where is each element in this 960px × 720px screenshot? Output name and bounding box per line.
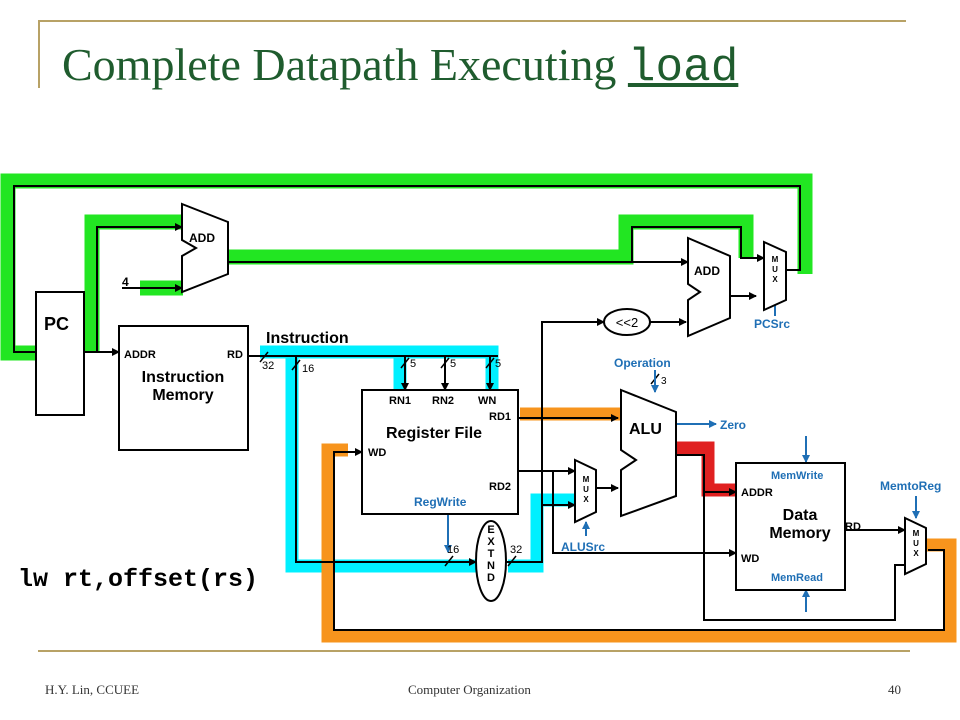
wires — [13, 185, 945, 631]
bus32-label: 32 — [262, 360, 274, 372]
register-file-name: Register File — [386, 425, 482, 442]
imem-rd-label: RD — [227, 349, 243, 361]
cyan-highlight-path — [260, 345, 578, 573]
pc-mux — [763, 240, 787, 312]
bus16-label: 16 — [302, 363, 314, 375]
page-title: Complete Datapath Executing load — [62, 38, 738, 94]
five3-label: 5 — [495, 358, 501, 370]
memtoreg-mux — [904, 516, 927, 576]
register-file — [361, 389, 519, 515]
alusrc-mux — [574, 458, 597, 524]
branch-adder — [687, 236, 731, 338]
orange-highlight-path — [321, 407, 957, 643]
pcsrc-label: PCSrc — [754, 317, 790, 331]
add2-label: ADD — [694, 264, 720, 278]
sign-extend-unit — [475, 520, 507, 602]
imem-name-line1: Instruction — [142, 369, 225, 386]
control-signals — [444, 296, 920, 612]
ext32-label: 32 — [510, 544, 522, 556]
shift-left-unit — [603, 308, 651, 336]
memwrite-label: MemWrite — [771, 470, 823, 482]
footer-page-number: 40 — [888, 682, 901, 697]
frame-decoration — [38, 20, 40, 88]
footer-author: H.Y. Lin, CCUEE — [45, 682, 140, 697]
footer-course: Computer Organization — [408, 682, 531, 697]
rd2-label: RD2 — [489, 481, 511, 493]
memtoreg-label: MemtoReg — [880, 479, 941, 493]
dmem-name-line1: Data — [783, 507, 818, 524]
regwrite-label: RegWrite — [414, 495, 467, 509]
bus-width-ticks — [259, 351, 660, 567]
alusrc-label: ALUSrc — [561, 540, 605, 554]
data-memory — [735, 462, 846, 591]
dmem-wd-label: WD — [741, 553, 759, 565]
imem-addr-label: ADDR — [124, 349, 156, 361]
dmem-addr-label: ADDR — [741, 487, 773, 499]
pc-register — [35, 291, 85, 416]
rn2-label: RN2 — [432, 395, 454, 407]
memread-label: MemRead — [771, 572, 823, 584]
title-text: Complete Datapath Executing — [62, 39, 628, 90]
zero-label: Zero — [720, 418, 746, 432]
const4-label: 4 — [122, 275, 129, 289]
ext16-label: 16 — [447, 544, 459, 556]
pc-label: PC — [44, 314, 69, 334]
title-mono: load — [627, 42, 739, 94]
rd1-label: RD1 — [489, 411, 511, 423]
rn1-label: RN1 — [389, 395, 411, 407]
wn-label: WN — [478, 395, 496, 407]
alu — [620, 388, 677, 518]
pc-adder — [181, 202, 229, 294]
red-highlight-path — [675, 441, 735, 497]
footer-divider — [38, 650, 910, 652]
imem-name-line2: Memory — [152, 387, 213, 404]
op-bits-label: 3 — [661, 376, 667, 387]
instruction-memory — [118, 325, 249, 451]
frame-decoration-top — [38, 20, 906, 22]
five1-label: 5 — [410, 358, 416, 370]
five2-label: 5 — [450, 358, 456, 370]
dmem-name-line2: Memory — [769, 525, 830, 542]
alu-label: ALU — [629, 421, 662, 438]
instruction-text: lw rt,offset(rs) — [18, 565, 259, 594]
shift-label: <<2 — [616, 315, 638, 330]
operation-label: Operation — [614, 356, 671, 370]
rf-wd-label: WD — [368, 447, 386, 459]
instruction-bus-label: Instruction — [266, 330, 349, 347]
dmem-rd-label: RD — [845, 521, 861, 533]
add1-label: ADD — [189, 231, 215, 245]
